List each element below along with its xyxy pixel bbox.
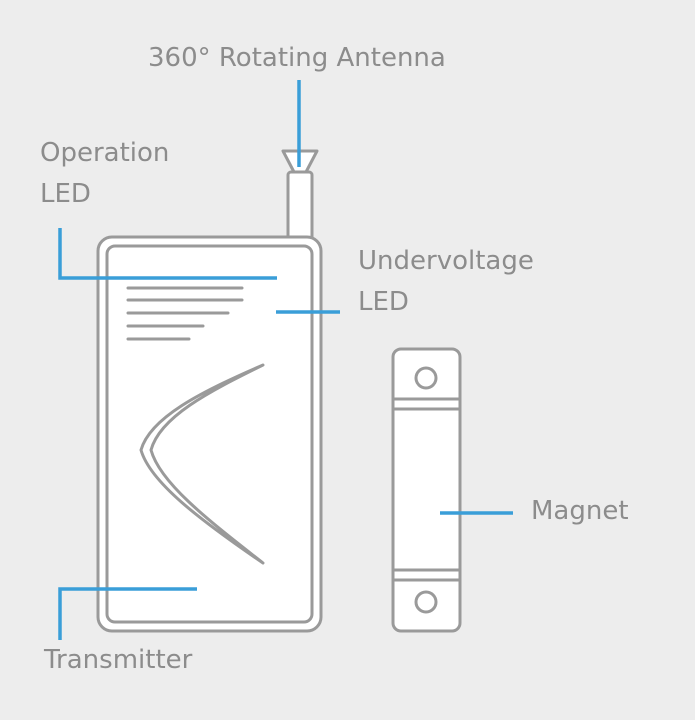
vent-lines (126, 286, 244, 341)
label-undervoltage-led-line2: LED (358, 287, 409, 317)
label-transmitter: Transmitter (44, 645, 193, 675)
label-antenna: 360° Rotating Antenna (148, 43, 446, 73)
label-operation-led: Operation LED (40, 133, 169, 215)
label-operation-led-line2: LED (40, 179, 91, 209)
chevron-emblem (139, 363, 265, 565)
callout-line-transmitter (58, 587, 197, 640)
magnet-screw-hole-bottom (414, 590, 438, 614)
label-undervoltage-led: Undervoltage LED (358, 241, 534, 323)
transmitter-body (96, 235, 323, 633)
label-undervoltage-led-line1: Undervoltage (358, 246, 534, 276)
callout-line-operation-led (58, 228, 277, 280)
magnet-body (391, 347, 462, 633)
label-operation-led-line1: Operation (40, 138, 170, 168)
label-magnet: Magnet (531, 496, 629, 526)
magnet-screw-hole-top (414, 366, 438, 390)
